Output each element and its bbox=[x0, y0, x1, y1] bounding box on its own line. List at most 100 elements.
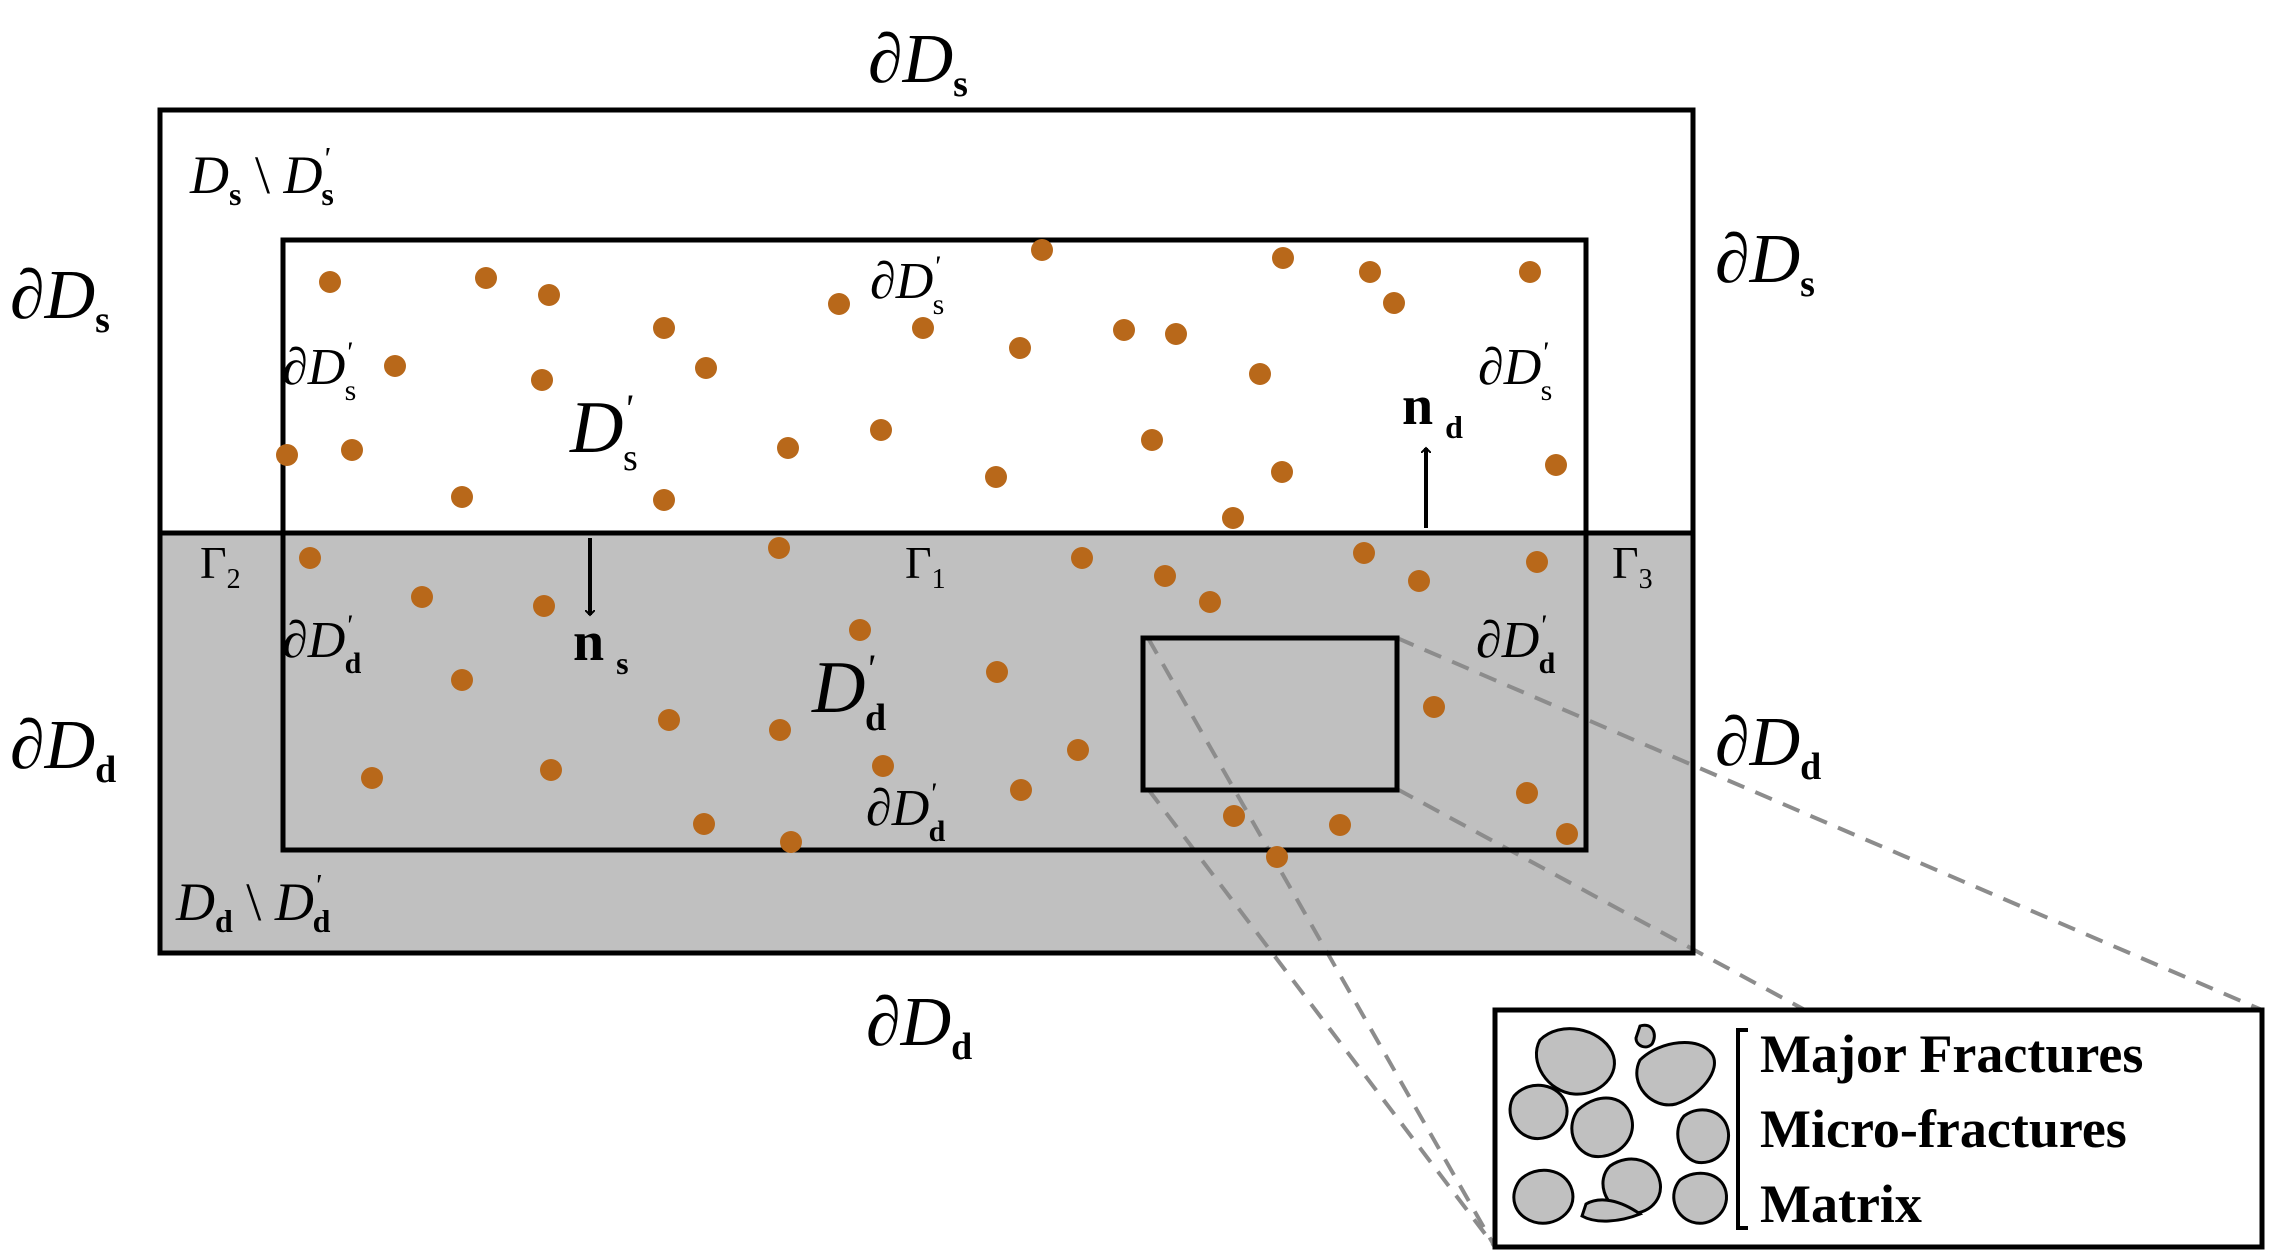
particle bbox=[1113, 319, 1135, 341]
matrix-grains bbox=[1508, 1023, 1731, 1225]
particle bbox=[451, 486, 473, 508]
particle bbox=[1556, 823, 1578, 845]
particle bbox=[1067, 739, 1089, 761]
particle bbox=[780, 831, 802, 853]
particle bbox=[1249, 363, 1271, 385]
particle bbox=[1010, 779, 1032, 801]
legend-bracket bbox=[1736, 1028, 1748, 1230]
boundary-d-right-label: ∂Dd bbox=[1715, 704, 1821, 788]
particle bbox=[1329, 814, 1351, 836]
particle bbox=[341, 439, 363, 461]
matrix-grain bbox=[1570, 1096, 1634, 1159]
porous-region bbox=[160, 533, 1693, 953]
particle bbox=[1223, 805, 1245, 827]
particle bbox=[769, 719, 791, 741]
particle bbox=[653, 489, 675, 511]
matrix-grain bbox=[1676, 1108, 1731, 1165]
matrix-grain bbox=[1580, 1198, 1644, 1223]
particle bbox=[1222, 507, 1244, 529]
gamma-1-label: Γ1 bbox=[905, 537, 946, 595]
particle bbox=[1154, 565, 1176, 587]
particle bbox=[475, 267, 497, 289]
inner-s-top-label: ∂D's bbox=[870, 250, 944, 321]
particle bbox=[985, 466, 1007, 488]
particle bbox=[1359, 261, 1381, 283]
particle bbox=[538, 284, 560, 306]
particle bbox=[361, 767, 383, 789]
inner-subdomain-boundary bbox=[280, 237, 1589, 853]
particle bbox=[986, 661, 1008, 683]
particle bbox=[531, 369, 553, 391]
particle bbox=[1526, 551, 1548, 573]
matrix-grain bbox=[1635, 1041, 1716, 1107]
particle bbox=[828, 293, 850, 315]
particle bbox=[1165, 323, 1187, 345]
inner-d-left-label: ∂D'd bbox=[282, 609, 362, 680]
gamma-3-label: Γ3 bbox=[1612, 537, 1653, 595]
particle bbox=[653, 317, 675, 339]
particle bbox=[1519, 261, 1541, 283]
particle bbox=[777, 437, 799, 459]
boundary-s-left-label: ∂Ds bbox=[10, 257, 110, 341]
particle bbox=[1009, 337, 1031, 359]
zoom-window bbox=[1140, 635, 1400, 793]
particle bbox=[411, 586, 433, 608]
particle bbox=[299, 547, 321, 569]
particle bbox=[1071, 547, 1093, 569]
particle bbox=[693, 813, 715, 835]
inner-d-right-label: ∂D'd bbox=[1476, 609, 1556, 680]
particle bbox=[849, 619, 871, 641]
legend-inset: Major Fractures Micro-fractures Matrix bbox=[1492, 1007, 2265, 1250]
particle bbox=[1199, 591, 1221, 613]
particle bbox=[1266, 846, 1288, 868]
particle bbox=[872, 755, 894, 777]
boundary-d-bottom-label: ∂Dd bbox=[866, 984, 972, 1068]
particle bbox=[1271, 461, 1293, 483]
matrix-grain bbox=[1601, 1157, 1662, 1215]
legend-item-micro-fractures: Micro-fractures bbox=[1760, 1099, 2127, 1159]
particle bbox=[1353, 542, 1375, 564]
particle bbox=[870, 419, 892, 441]
particle bbox=[451, 669, 473, 691]
boundary-s-right-label: ∂Ds bbox=[1715, 221, 1815, 305]
particle bbox=[540, 759, 562, 781]
boundary-d-left-label: ∂Dd bbox=[10, 707, 116, 791]
matrix-grain bbox=[1512, 1168, 1575, 1225]
particle bbox=[1141, 429, 1163, 451]
particle bbox=[768, 537, 790, 559]
region-s-minus-label: Ds \ D's bbox=[189, 140, 334, 212]
particle bbox=[533, 595, 555, 617]
particle bbox=[1408, 570, 1430, 592]
inner-d-bottom-label: ∂D'd bbox=[866, 777, 946, 848]
matrix-grain bbox=[1634, 1023, 1656, 1049]
particle bbox=[1423, 696, 1445, 718]
particle bbox=[658, 709, 680, 731]
particle bbox=[384, 355, 406, 377]
domain-d-label: D'd bbox=[811, 646, 886, 739]
domain-s-label: D's bbox=[569, 386, 638, 479]
inner-s-left-label: ∂D's bbox=[282, 336, 356, 407]
particle bbox=[912, 317, 934, 339]
zoom-connector-lines bbox=[1146, 636, 2263, 1249]
matrix-grain bbox=[1672, 1171, 1728, 1225]
boundary-s-top-label: ∂Ds bbox=[868, 21, 968, 105]
particle bbox=[1272, 247, 1294, 269]
gamma-2-label: Γ2 bbox=[200, 537, 241, 595]
matrix-grain bbox=[1534, 1027, 1616, 1096]
region-d-minus-label: Dd \ D'd bbox=[175, 867, 331, 939]
legend-item-major-fractures: Major Fractures bbox=[1760, 1024, 2143, 1084]
matrix-grain bbox=[1508, 1083, 1569, 1141]
particle bbox=[1545, 454, 1567, 476]
particle-group bbox=[276, 239, 1578, 868]
legend-item-matrix: Matrix bbox=[1760, 1174, 1922, 1234]
particle bbox=[1031, 239, 1053, 261]
particle bbox=[319, 271, 341, 293]
inner-s-right-label: ∂D's bbox=[1478, 336, 1552, 407]
particle bbox=[1383, 292, 1405, 314]
particle bbox=[1516, 782, 1538, 804]
particle bbox=[276, 444, 298, 466]
particle bbox=[695, 357, 717, 379]
